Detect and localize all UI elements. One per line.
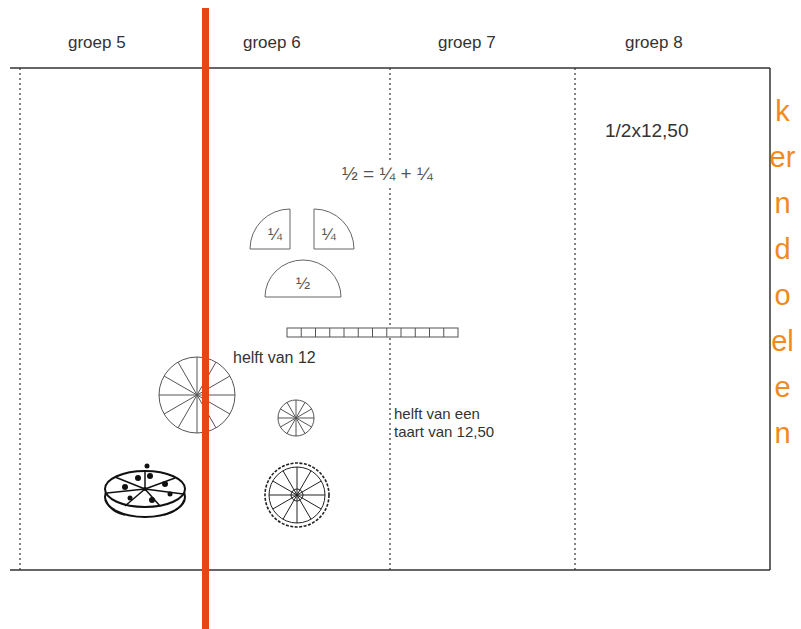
wheel-twelve [159,357,235,433]
fraction-label: ¼ [322,226,336,243]
column-divider [19,68,20,570]
wheel-small [278,400,314,436]
half-piece: ½ [264,259,342,298]
fraction-label: ½ [296,275,310,292]
column-divider [389,68,390,570]
column-divider [574,68,575,570]
strip-of-twelve [287,328,458,337]
equation: ½ = ¼ + ¼ [340,163,435,186]
column-heading: groep 8 [625,33,683,53]
note: helft van 12 [233,348,316,367]
column-heading: groep 6 [243,33,301,53]
vertical-title: kerndoelen [768,88,797,456]
threshold-line [202,8,209,629]
formula: 1/2x12,50 [605,120,688,143]
quarter-piece: ¼ [249,208,291,250]
column-heading: groep 7 [438,33,496,53]
cake-illustration [105,464,185,518]
quarter-piece: ¼ [313,208,355,250]
fraction-label: ¼ [268,226,282,243]
column-heading: groep 5 [68,33,126,53]
cake-illustration [265,463,329,527]
note: helft van een taart van 12,50 [394,405,512,441]
